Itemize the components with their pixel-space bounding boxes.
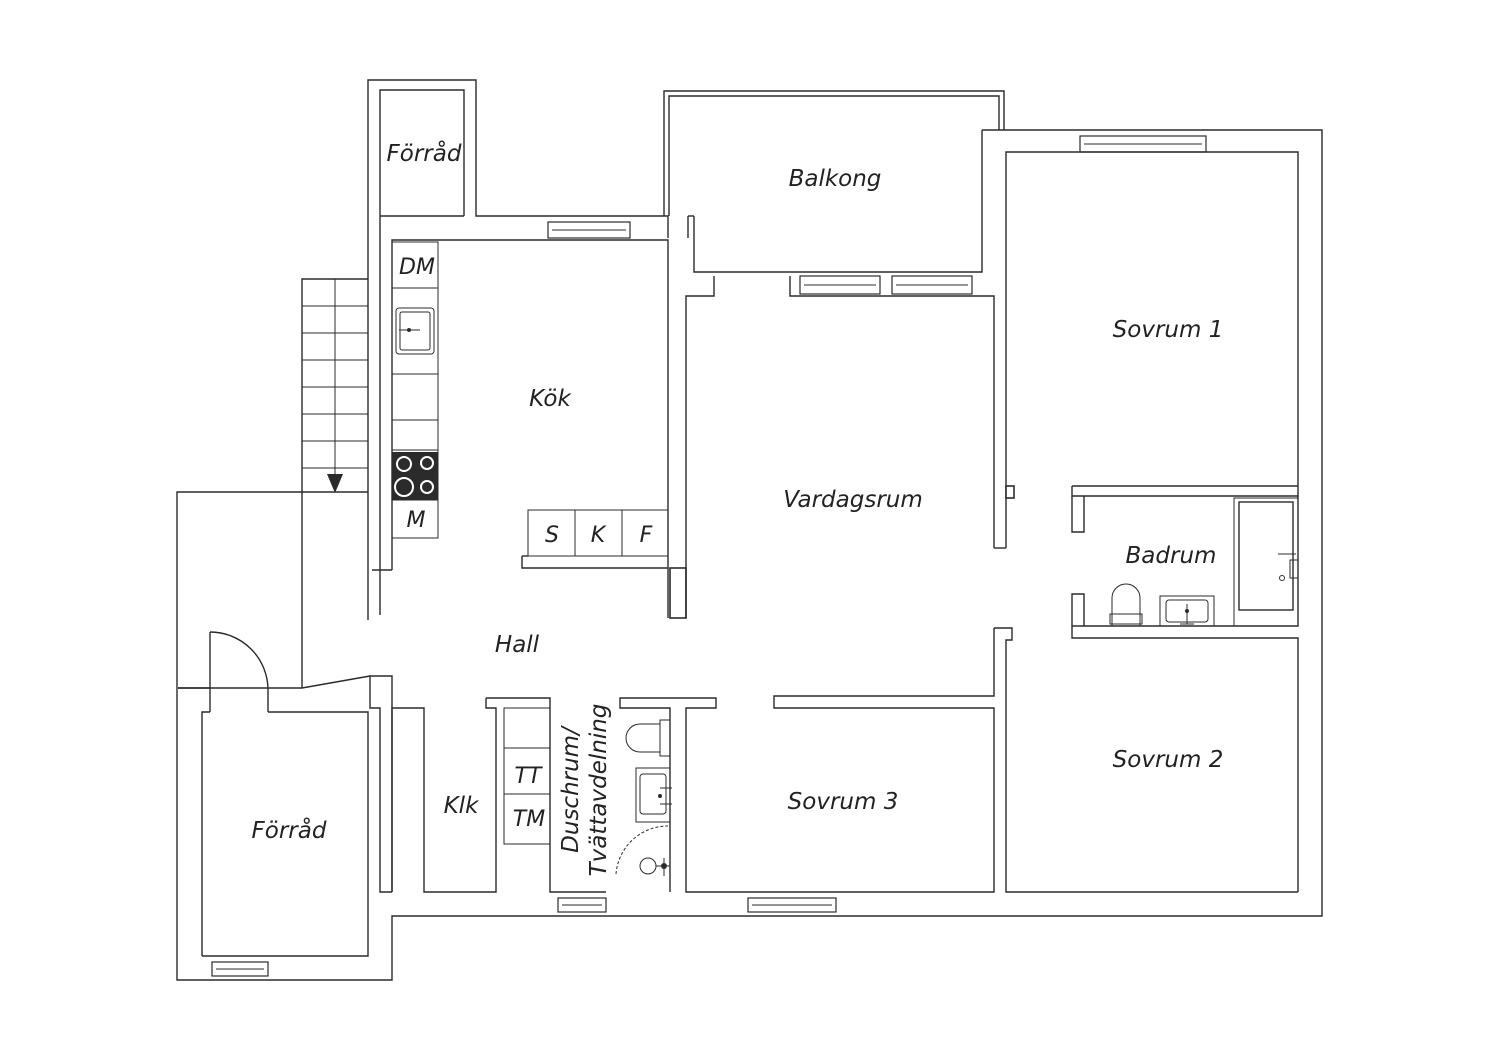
appliance-label-dm: DM [399, 255, 435, 280]
washbasin-icon [635, 767, 672, 823]
entry-door [209, 631, 269, 712]
appliance-label-m: M [407, 508, 426, 533]
bathtub-icon [1233, 497, 1299, 627]
room-label-sovrum3: Sovrum 3 [788, 789, 899, 815]
room-label-duschrum: Duschrum/ [558, 725, 584, 853]
room-label-kok: Kök [529, 386, 572, 412]
staircase [301, 278, 369, 493]
room-label-forrad-top: Förråd [387, 139, 462, 167]
room-label-forrad-left: Förråd [252, 816, 327, 844]
washbasin-icon [1159, 595, 1215, 627]
toilet-icon [625, 719, 671, 757]
down-arrow-icon [327, 474, 343, 493]
room-label-klk: Klk [444, 793, 480, 819]
interior-walls [178, 151, 1299, 957]
room-label-badrum: Badrum [1126, 543, 1217, 569]
bathroom-fixtures [1109, 497, 1299, 627]
appliance-label-k: K [591, 523, 607, 548]
room-label-tvattavdelning: Tvättavdelning [586, 704, 612, 877]
room-label-vardagsrum: Vardagsrum [783, 487, 923, 513]
room-label-sovrum2: Sovrum 2 [1113, 747, 1224, 773]
room-labels: Förråd Balkong Kök Vardagsrum Sovrum 1 B… [252, 139, 1224, 876]
outer-walls [176, 79, 1323, 981]
appliance-label-f: F [640, 523, 653, 548]
kitchen-sink-icon [395, 307, 435, 355]
kitchen-counter [391, 241, 669, 569]
appliance-label-tt: TT [515, 764, 543, 789]
room-label-hall: Hall [495, 632, 540, 658]
laundry-machines [503, 707, 672, 876]
room-label-balkong: Balkong [789, 166, 882, 192]
room-label-sovrum1: Sovrum 1 [1113, 317, 1224, 343]
shower-icon [615, 825, 670, 876]
toilet-icon [1109, 583, 1143, 626]
appliance-label-s: S [545, 523, 559, 548]
appliance-labels: DM M S K F TT TM [399, 255, 653, 832]
appliance-label-tm: TM [513, 807, 545, 832]
windows [211, 135, 1207, 977]
